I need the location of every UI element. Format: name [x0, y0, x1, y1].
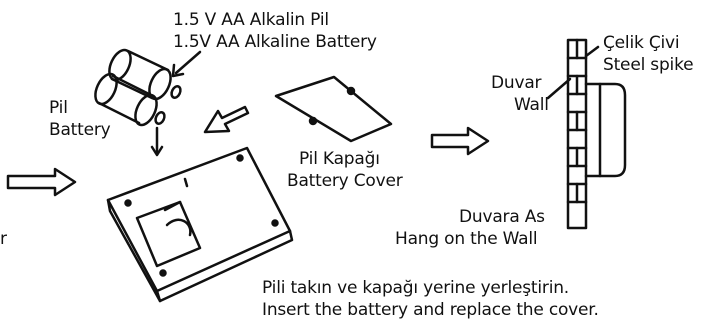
cover-label-en: Battery Cover	[287, 171, 403, 191]
hang-label-en: Hang on the Wall	[395, 229, 538, 249]
battery-label-arrow	[150, 126, 164, 157]
battery-label-en: Battery	[49, 120, 111, 140]
brick-wall	[566, 38, 588, 230]
aa-label-arrow	[171, 50, 202, 78]
wall-leader-lines	[546, 45, 600, 100]
device-body	[106, 146, 294, 303]
wall-label-en: Wall	[514, 95, 549, 115]
left-entry-arrow	[6, 167, 77, 197]
spike-label-en: Steel spike	[603, 55, 694, 75]
to-wall-arrow	[430, 126, 490, 156]
aa-batteries	[94, 48, 182, 127]
instruction-label-en: Insert the battery and replace the cover…	[262, 300, 599, 320]
device-side-view	[584, 82, 627, 178]
cover-to-device-arrow	[203, 105, 250, 134]
spike-label-tr: Çelik Çivi	[603, 33, 680, 53]
aa-battery-label-tr: 1.5 V AA Alkalin Pil	[173, 10, 329, 30]
battery-label-tr: Pil	[49, 98, 68, 118]
wall-label-tr: Duvar	[491, 73, 542, 93]
aa-battery-label-en: 1.5V AA Alkaline Battery	[173, 32, 377, 52]
instruction-label-tr: Pili takın ve kapağı yerine yerleştirin.	[262, 278, 569, 298]
battery-cover-plate	[274, 75, 393, 143]
cover-label-tr: Pil Kapağı	[299, 149, 380, 169]
hang-label-tr: Duvara As	[459, 207, 545, 227]
cut-off-left-label: r	[0, 229, 7, 249]
